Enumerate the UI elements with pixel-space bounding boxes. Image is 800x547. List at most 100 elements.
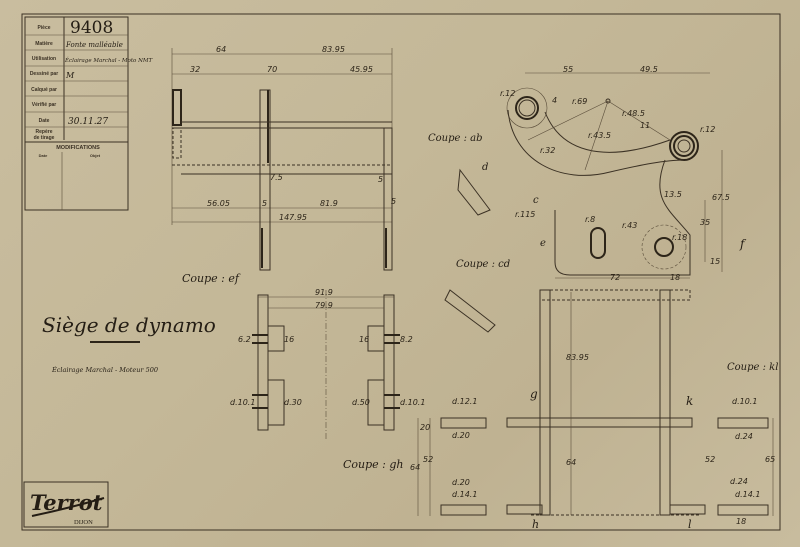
dim-label: 15 <box>710 257 720 266</box>
drawing-subtitle: Éclairage Marchal - Moteur 500 <box>51 365 158 374</box>
dim-label: 8.2 <box>400 335 413 344</box>
view-coupe-ef: Coupe : ef <box>171 48 393 285</box>
dim-label: 147.95 <box>279 213 307 222</box>
dim-label: d.10.1 <box>732 397 757 406</box>
reference-letter: f <box>739 237 747 251</box>
label-piece: Pièce <box>37 25 50 31</box>
dim-label: 5 <box>378 175 383 184</box>
dim-label: d.14.1 <box>452 490 477 499</box>
dim-label: d.10.1 <box>400 398 425 407</box>
view-coupe-ab-cd: Coupe : ab Coupe : cd <box>428 72 723 333</box>
dim-label: 72 <box>610 273 620 282</box>
section-label-ef: Coupe : ef <box>182 272 241 285</box>
label-verifie: Vérifié par <box>32 102 57 108</box>
dim-label: d.50 <box>352 398 370 407</box>
dim-label: 49.5 <box>640 65 658 74</box>
dim-label: 7.5 <box>270 173 283 182</box>
dim-label: 45.95 <box>350 65 373 74</box>
value-piece: 9408 <box>70 18 113 38</box>
dim-label: d.30 <box>284 398 302 407</box>
label-calque: Calqué par <box>31 87 57 93</box>
dim-label: r.115 <box>515 210 535 219</box>
dim-label: r.12 <box>500 89 515 98</box>
dim-label: 56.05 <box>207 199 230 208</box>
label-repere: Repère <box>36 129 53 135</box>
dim-label: 64 <box>566 458 576 467</box>
dim-label: 18 <box>736 517 746 526</box>
dim-label: 52 <box>705 455 715 464</box>
dim-label: 32 <box>190 65 200 74</box>
dim-label: 64 <box>410 463 420 472</box>
dim-label: 16 <box>359 335 369 344</box>
dim-label: 20 <box>420 423 430 432</box>
dim-label: r.8 <box>585 215 595 224</box>
dim-label: r.43.5 <box>588 131 611 140</box>
dim-label: 70 <box>267 65 277 74</box>
label-matiere: Matière <box>35 41 53 47</box>
dim-label: r.18 <box>672 233 687 242</box>
label-mod-objet: Objet <box>90 153 101 158</box>
dim-label: d.24 <box>730 477 748 486</box>
dim-label: 64 <box>216 45 226 54</box>
dim-label: 6.2 <box>238 335 251 344</box>
value-matiere: Fonte malléable <box>65 41 123 49</box>
reference-letter: e <box>540 238 546 249</box>
dim-label: 18 <box>670 273 680 282</box>
dim-label: 67.5 <box>712 193 730 202</box>
label-tirage: de tirage <box>34 135 55 141</box>
dim-label: 81.9 <box>320 199 338 208</box>
dim-label: 83.95 <box>566 353 589 362</box>
dim-label: 4 <box>552 96 557 105</box>
dim-label: r.69 <box>572 97 587 106</box>
dimension-labels: 64 83.95 32 70 45.95 56.05 5 81.9 5 147.… <box>190 45 775 531</box>
dim-label: d.14.1 <box>735 490 760 499</box>
dim-label: r.12 <box>700 125 715 134</box>
dim-label: r.32 <box>540 146 555 155</box>
section-label-ab: Coupe : ab <box>428 133 483 144</box>
value-utilisation: Éclairage Marchal - Moto NMT <box>64 56 153 64</box>
section-label-gh: Coupe : gh <box>343 458 404 471</box>
reference-letter: l <box>688 518 692 531</box>
reference-letter: d <box>482 162 488 173</box>
dim-label: 16 <box>284 335 294 344</box>
reference-letter: k <box>686 394 693 408</box>
reference-letter: h <box>532 518 539 531</box>
dim-label: 5 <box>262 199 267 208</box>
dim-label: 5 <box>391 197 396 206</box>
value-date: 30.11.27 <box>68 117 108 127</box>
dim-label: d.20 <box>452 431 470 440</box>
title-block: Pièce Matière Utilisation Dessiné par Ca… <box>24 16 153 211</box>
dim-label: 91.9 <box>315 288 333 297</box>
dim-label: d.10.1 <box>230 398 255 407</box>
dim-label: 79.9 <box>315 301 333 310</box>
dim-label: r.48.5 <box>622 109 645 118</box>
sheet-border <box>21 13 781 531</box>
dim-label: 13.5 <box>664 190 682 199</box>
dim-label: 35 <box>700 218 710 227</box>
view-coupe-kl: Coupe : kl <box>417 289 778 516</box>
label-date: Date <box>39 118 50 124</box>
section-label-kl: Coupe : kl <box>727 362 778 373</box>
drawing-title: Siège de dynamo <box>42 313 216 337</box>
dim-label: 52 <box>423 455 433 464</box>
dim-label: r.43 <box>622 221 637 230</box>
dim-label: 83.95 <box>322 45 345 54</box>
reference-letter: c <box>533 195 539 206</box>
logo-city: DIJON <box>74 519 93 526</box>
view-coupe-gh: Coupe : gh <box>252 290 404 471</box>
dim-label: 55 <box>563 65 573 74</box>
dim-label: 11 <box>640 121 650 130</box>
value-dessine: M <box>65 71 75 80</box>
terrot-logo: Terrot DIJON <box>23 481 109 528</box>
dim-label: d.12.1 <box>452 397 477 406</box>
dim-label: 65 <box>765 455 775 464</box>
dim-label: d.20 <box>452 478 470 487</box>
label-mod-date: Date <box>39 153 48 158</box>
label-utilisation: Utilisation <box>32 56 56 62</box>
reference-letter: g <box>530 387 538 401</box>
section-label-cd: Coupe : cd <box>456 259 510 270</box>
label-dessine: Dessiné par <box>30 71 58 77</box>
label-modifications: MODIFICATIONS <box>56 145 100 151</box>
